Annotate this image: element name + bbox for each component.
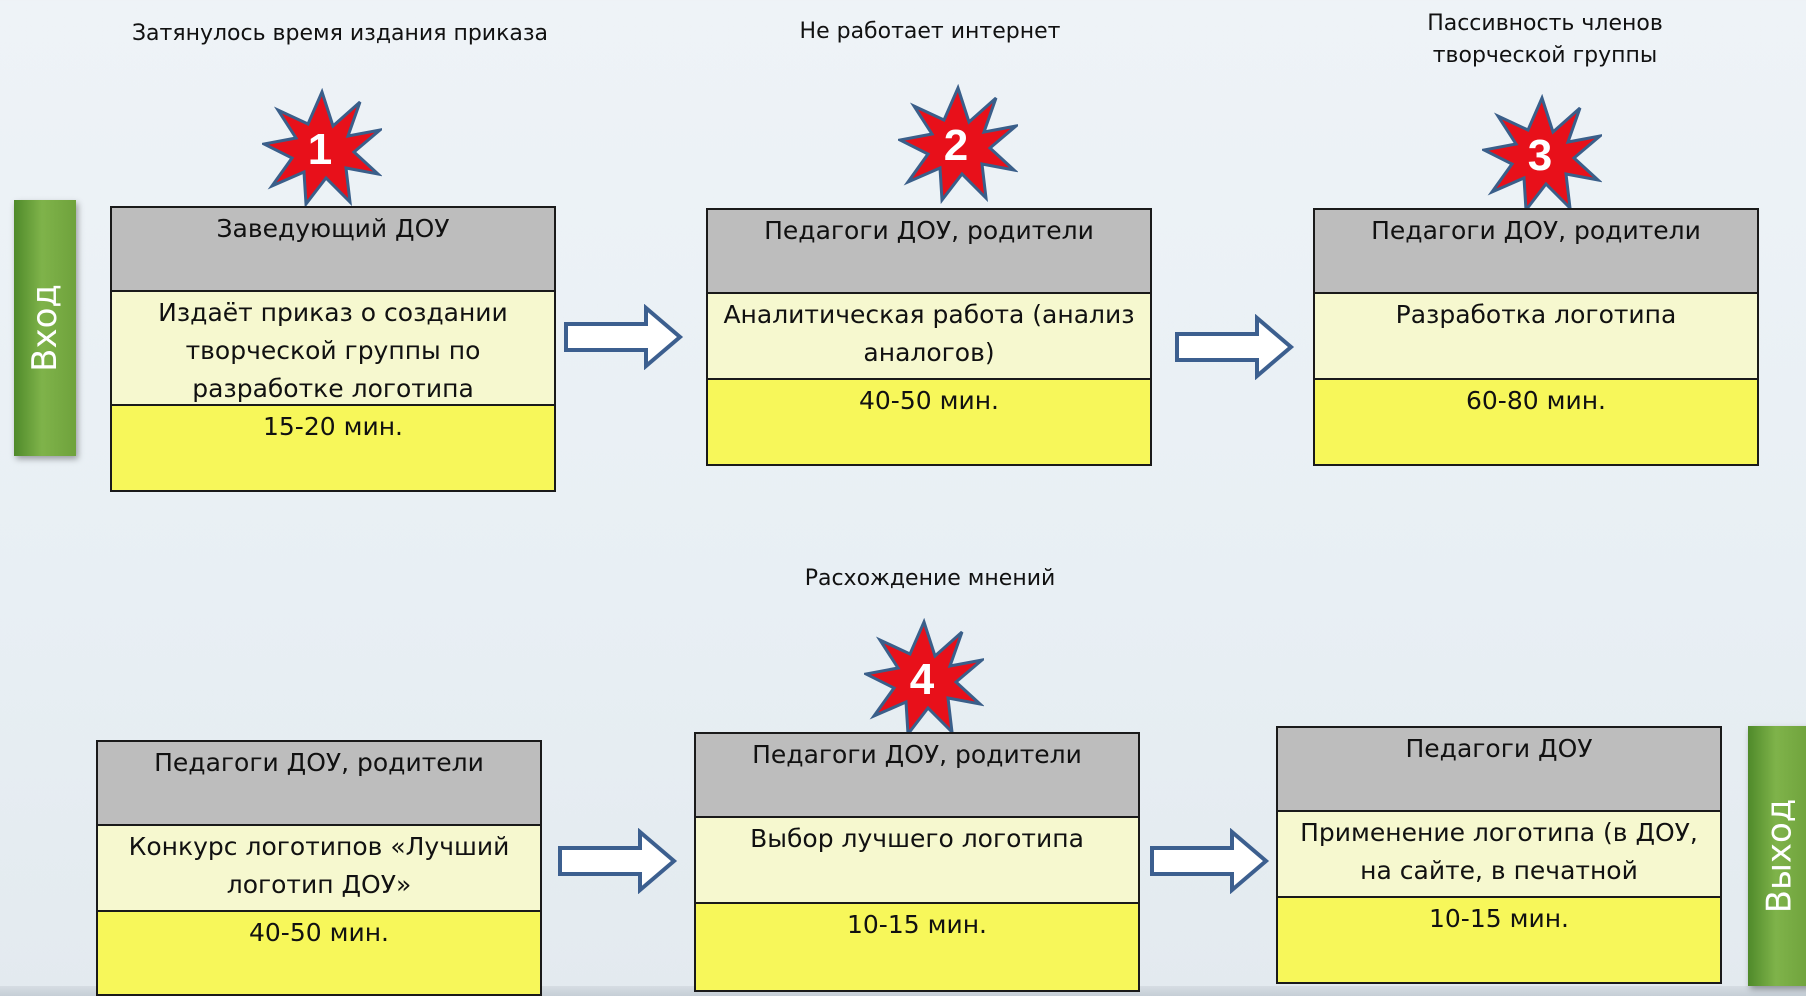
arrow-right-icon: [1175, 314, 1295, 380]
step-6-time: 10-15 мин.: [1278, 898, 1720, 982]
issue-3-number: 3: [1528, 131, 1552, 180]
step-2-role: Педагоги ДОУ, родители: [708, 210, 1150, 294]
issue-2-text: Не работает интернет: [799, 19, 1061, 44]
exit-label: Выход: [1759, 798, 1800, 914]
issue-4-number: 4: [910, 655, 935, 704]
entry-label: Вход: [25, 284, 66, 372]
issue-3-text: Пассивность членов творческой группы: [1427, 11, 1663, 68]
step-6-box: Педагоги ДОУ Применение логотипа (в ДОУ,…: [1276, 726, 1722, 984]
step-4-time: 40-50 мин.: [98, 912, 540, 994]
step-6-role: Педагоги ДОУ: [1278, 728, 1720, 812]
step-6-action: Применение логотипа (в ДОУ, на сайте, в …: [1278, 812, 1720, 923]
step-5-action: Выбор лучшего логотипа: [696, 818, 1138, 904]
step-1-box: Заведующий ДОУ Издаёт приказ о создании …: [110, 206, 556, 492]
issue-1-number: 1: [308, 125, 332, 174]
step-1-time: 15-20 мин.: [112, 406, 554, 490]
step-3-time: 60-80 мин.: [1315, 380, 1757, 464]
issue-1-star-icon: 1: [262, 88, 382, 208]
arrow-right-icon: [1150, 828, 1270, 894]
step-1-role: Заведующий ДОУ: [112, 208, 554, 292]
entry-tab: Вход: [14, 200, 76, 456]
step-5-time: 10-15 мин.: [696, 904, 1138, 990]
step-5-role: Педагоги ДОУ, родители: [696, 734, 1138, 818]
step-2-action: Аналитическая работа (анализ аналогов): [708, 294, 1150, 380]
step-2-time: 40-50 мин.: [708, 380, 1150, 464]
step-3-action: Разработка логотипа: [1315, 294, 1757, 380]
step-4-action: Конкурс логотипов «Лучший логотип ДОУ»: [98, 826, 540, 912]
issue-2-number: 2: [944, 121, 968, 170]
step-3-box: Педагоги ДОУ, родители Разработка логоти…: [1313, 208, 1759, 466]
step-4-role: Педагоги ДОУ, родители: [98, 742, 540, 826]
arrow-right-icon: [564, 304, 684, 370]
step-5-box: Педагоги ДОУ, родители Выбор лучшего лог…: [694, 732, 1140, 992]
step-1-action: Издаёт приказ о создании творческой груп…: [112, 292, 554, 406]
issue-4-text: Расхождение мнений: [804, 566, 1056, 591]
issue-2-star-icon: 2: [898, 84, 1018, 204]
exit-tab: Выход: [1748, 726, 1806, 986]
issue-3-star-icon: 3: [1482, 94, 1602, 214]
step-2-box: Педагоги ДОУ, родители Аналитическая раб…: [706, 208, 1152, 466]
step-4-box: Педагоги ДОУ, родители Конкурс логотипов…: [96, 740, 542, 996]
issue-1-text: Затянулось время издания приказа: [131, 21, 549, 46]
issue-4-star-icon: 4: [864, 618, 984, 738]
arrow-right-icon: [558, 828, 678, 894]
step-3-role: Педагоги ДОУ, родители: [1315, 210, 1757, 294]
